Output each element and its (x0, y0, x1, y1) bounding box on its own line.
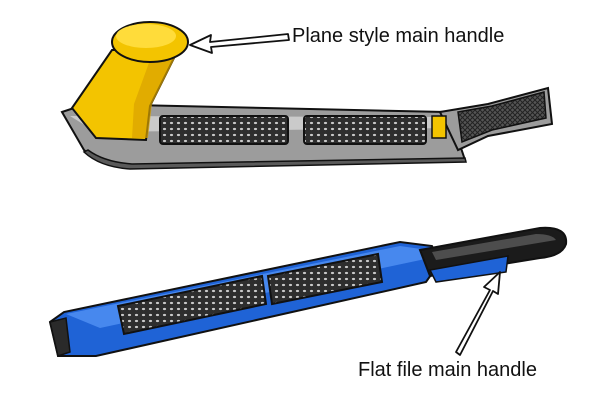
plane-handle-post-shade (132, 52, 178, 138)
file-blade-right (266, 252, 384, 306)
plane-style-tool (60, 21, 554, 170)
callout-arrow-icon (189, 33, 290, 54)
plane-adjuster (431, 115, 447, 139)
plane-blade-left (159, 115, 289, 145)
plane-nose-blade (457, 91, 547, 144)
file-handle-guard (428, 255, 509, 283)
flat-handle-label: Flat file main handle (358, 359, 537, 381)
plane-handle-label: Plane style main handle (292, 25, 504, 47)
file-tail (49, 317, 71, 357)
plane-body-base (82, 149, 467, 170)
flat-file-tool (48, 226, 568, 357)
file-handle-highlight (432, 234, 556, 260)
file-blade-left (116, 274, 268, 336)
callout-arrow-icon (455, 271, 501, 356)
plane-handle-knob-top (116, 24, 176, 48)
plane-blade-right (303, 115, 427, 145)
